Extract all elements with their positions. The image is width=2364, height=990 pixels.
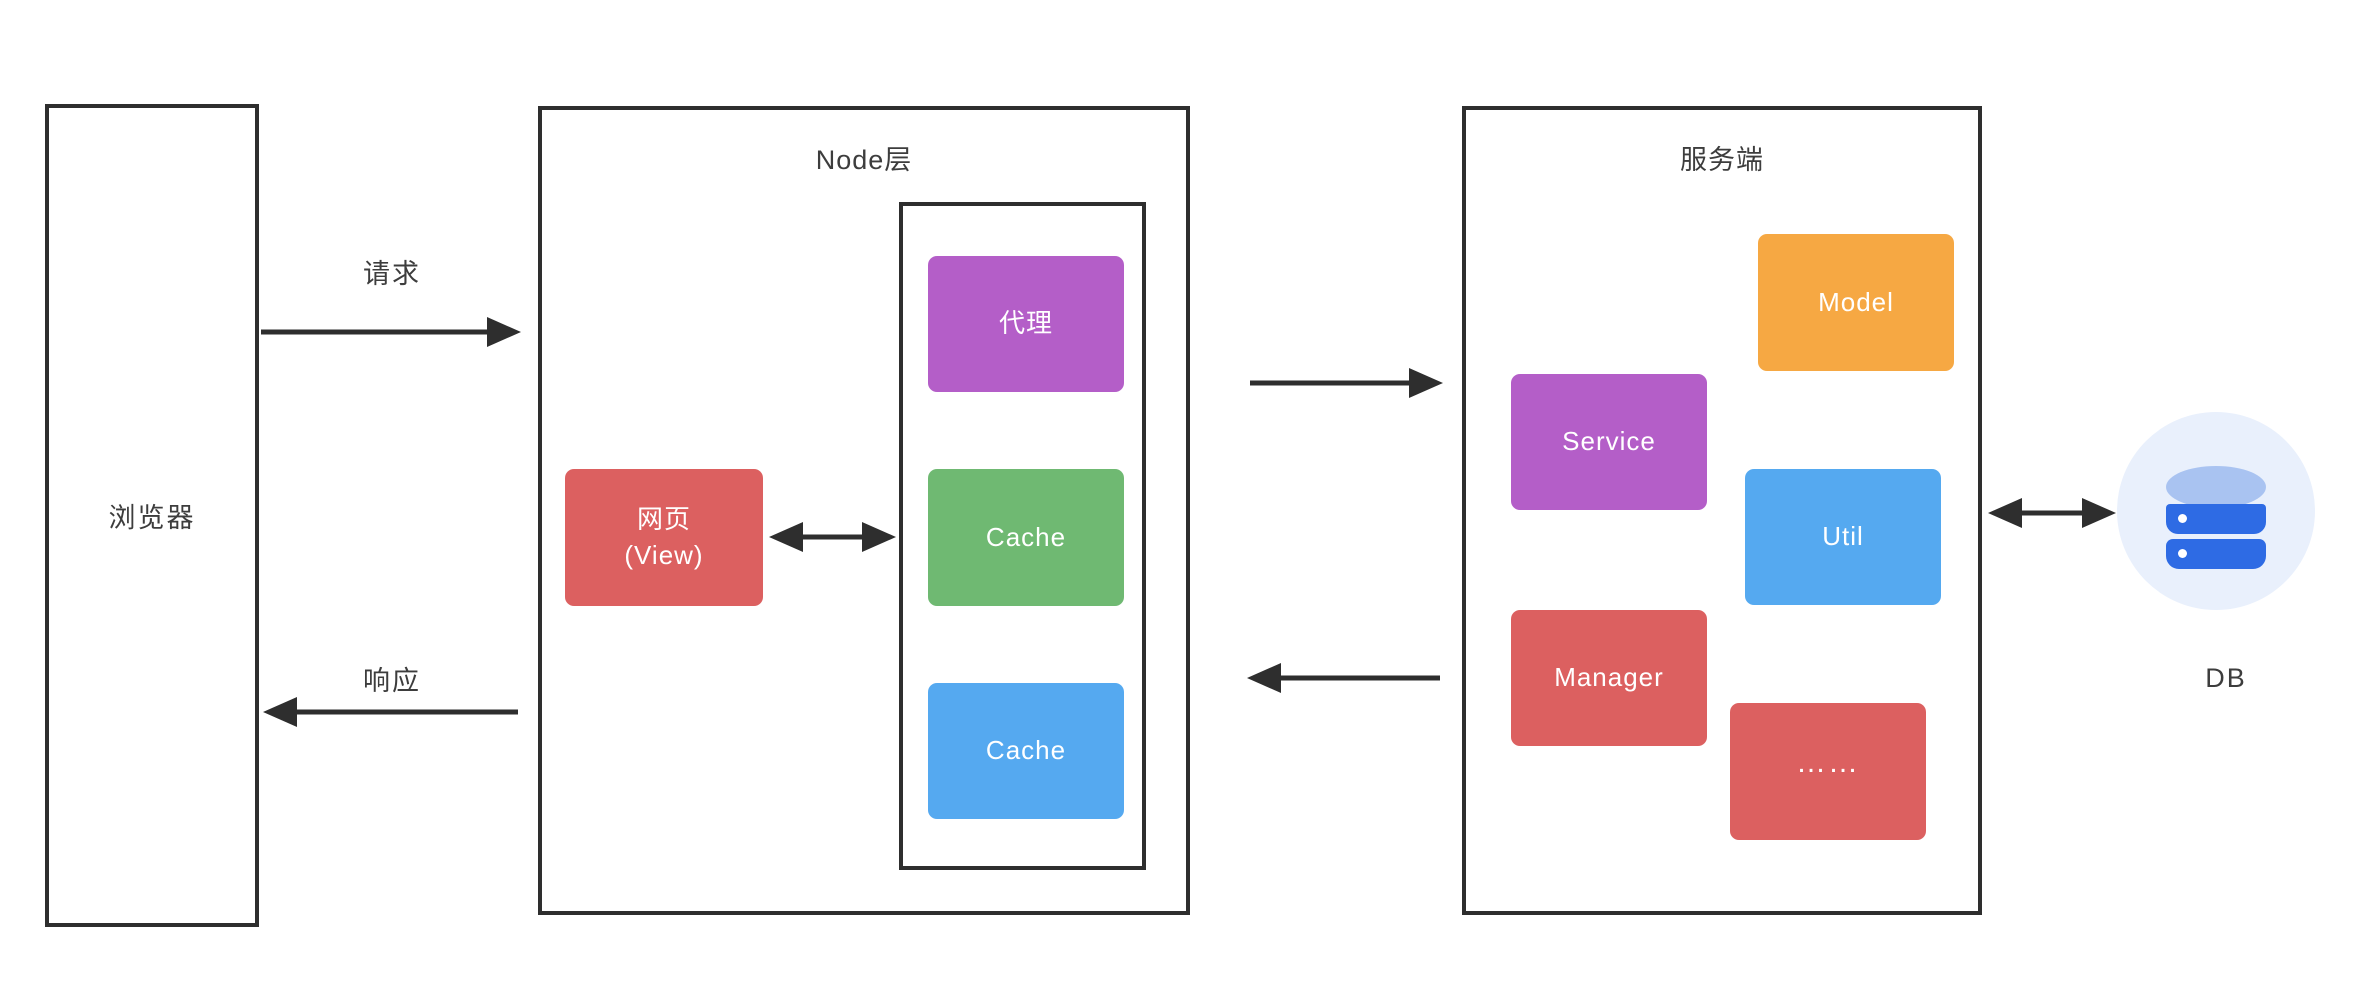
more-box-label: ……: [1796, 746, 1860, 780]
db-label: DB: [2205, 663, 2247, 693]
database-icon-band1: [2166, 504, 2266, 534]
service-box-label: Service: [1562, 426, 1656, 457]
database-icon-dot1: [2178, 514, 2187, 523]
server-to-node-arrow: [1247, 663, 1440, 693]
node-layer-title: Node层: [815, 145, 913, 175]
database-icon-top: [2166, 466, 2266, 508]
view-box: 网页 (View): [565, 469, 763, 606]
manager-box-label: Manager: [1554, 662, 1664, 693]
view-box-label: 网页 (View): [624, 502, 703, 572]
server-to-node-arrow-head: [1247, 663, 1281, 693]
cache-green-box: Cache: [928, 469, 1124, 606]
request-arrow: [261, 317, 521, 347]
browser-box: 浏览器: [45, 104, 259, 927]
model-box-label: Model: [1818, 286, 1894, 317]
response-arrow: [263, 697, 518, 727]
proxy-box: 代理: [928, 256, 1124, 392]
request-arrow-head: [487, 317, 521, 347]
node-to-server-arrow: [1250, 368, 1443, 398]
proxy-box-label: 代理: [998, 308, 1053, 339]
view-label-line1: 网页: [636, 504, 691, 535]
response-arrow-head: [263, 697, 297, 727]
service-box: Service: [1511, 374, 1707, 510]
database-icon-dot2: [2178, 549, 2187, 558]
util-box-label: Util: [1822, 521, 1864, 552]
model-box: Model: [1758, 234, 1954, 371]
node-to-server-arrow-head: [1409, 368, 1443, 398]
database-icon-band2: [2166, 539, 2266, 569]
more-box: ……: [1730, 703, 1926, 840]
server-db-arrow-head-right: [2082, 498, 2116, 528]
server-title: 服务端: [1680, 145, 1764, 175]
request-label: 请求: [363, 259, 421, 289]
cache-blue-box: Cache: [928, 683, 1124, 819]
server-db-double-arrow: [1988, 498, 2116, 528]
browser-label: 浏览器: [108, 503, 196, 533]
view-label-line2: (View): [624, 539, 704, 570]
response-label: 响应: [363, 666, 421, 696]
util-box: Util: [1745, 469, 1941, 605]
manager-box: Manager: [1511, 610, 1707, 746]
server-db-arrow-head-left: [1988, 498, 2022, 528]
cache-green-box-label: Cache: [985, 521, 1067, 552]
cache-blue-box-label: Cache: [985, 735, 1067, 766]
